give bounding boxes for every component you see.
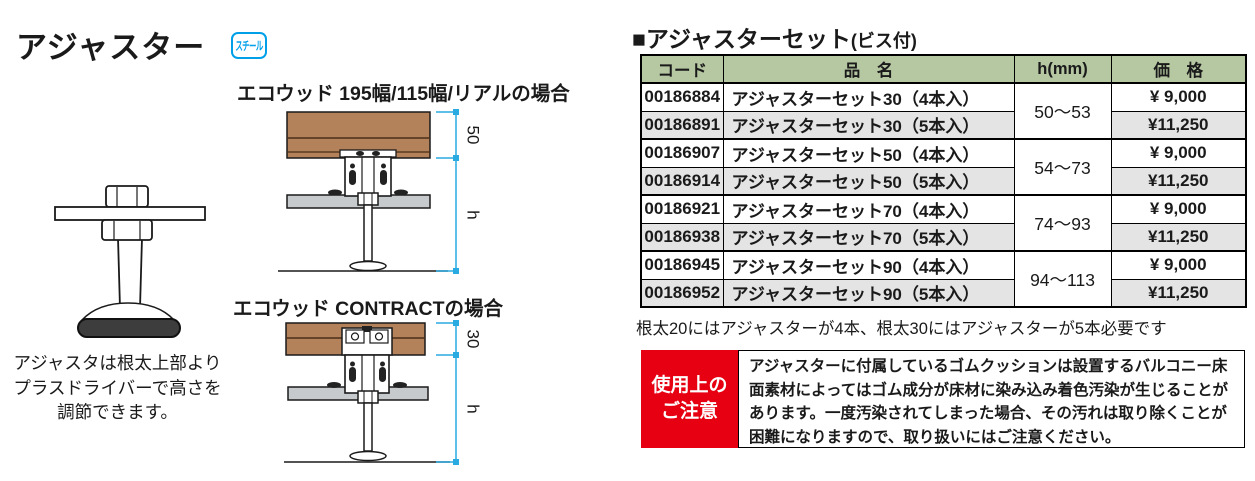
diagram2-heading: エコウッド CONTRACTの場合	[233, 298, 504, 320]
code-cell: 00186945	[640, 250, 724, 280]
warning-label-line: ご注意	[660, 401, 718, 422]
dim-marker	[453, 109, 459, 115]
name-cell: アジャスターセット90（4本入）	[722, 250, 1015, 280]
dim-label-upper: 30	[464, 330, 483, 349]
adjuster-stem	[363, 204, 373, 262]
code-cell: 00186891	[640, 110, 724, 140]
table-section-heading: ■アジャスターセット(ビス付)	[632, 20, 917, 54]
table-heading-sub: (ビス付)	[850, 31, 917, 51]
adjuster-caption: アジャスタは根太上部より プラスドライバーで高さを 調節できます。	[5, 351, 230, 425]
warning-text: アジャスターに付属しているゴムクッションは設置するバルコニー床面素材によってはゴ…	[738, 350, 1245, 448]
table-header-row: コード 品 名 h(mm) 価 格	[640, 54, 1247, 84]
top-hex-nut	[105, 185, 149, 208]
price-cell: ¥ 9,000	[1110, 138, 1247, 168]
steel-badge-label: スチール	[235, 39, 263, 53]
table-heading-main: ■アジャスターセット	[632, 26, 851, 52]
price-cell: ¥11,250	[1110, 278, 1247, 308]
diagram-ecowood-contract: 30 h	[284, 320, 483, 465]
name-cell: アジャスターセット90（5本入）	[722, 278, 1015, 308]
bolt-stem	[117, 237, 143, 309]
code-cell: 00186914	[640, 166, 724, 196]
diagram-ecowood-195: 50 h	[278, 109, 483, 274]
steel-badge: スチール	[231, 32, 267, 59]
dim-marker	[453, 155, 459, 161]
name-cell: アジャスターセット30（4本入）	[722, 82, 1015, 112]
h-range-cell: 54～73	[1013, 138, 1112, 196]
price-cell: ¥11,250	[1110, 222, 1247, 252]
adjuster-stem	[363, 402, 373, 452]
caption-line: 調節できます。	[57, 402, 178, 422]
price-cell: ¥ 9,000	[1110, 82, 1247, 112]
warning-label: 使用上の ご注意	[641, 350, 738, 448]
dim-marker	[453, 268, 459, 274]
page-title: アジャスター	[16, 30, 206, 65]
diagram1-heading: エコウッド 195幅/115幅/リアルの場合	[237, 83, 570, 105]
column-header-code: コード	[640, 54, 724, 84]
adjuster-bracket	[327, 326, 407, 404]
dim-label-upper: 50	[464, 126, 483, 145]
usage-warning-box: 使用上の ご注意 アジャスターに付属しているゴムクッションは設置するバルコニー床…	[641, 350, 1245, 448]
dim-label-lower: h	[464, 404, 483, 413]
h-range-cell: 50～53	[1013, 82, 1112, 140]
caption-line: プラスドライバーで高さを	[13, 377, 222, 398]
column-header-name: 品 名	[722, 54, 1015, 84]
dim-marker	[453, 459, 459, 465]
name-cell: アジャスターセット50（4本入）	[722, 138, 1015, 168]
name-cell: アジャスターセット30（5本入）	[722, 110, 1015, 140]
h-range-cell: 74～93	[1013, 194, 1112, 252]
lower-hex-nut	[101, 219, 153, 241]
code-cell: 00186907	[640, 138, 724, 168]
price-cell: ¥11,250	[1110, 110, 1247, 140]
name-cell: アジャスターセット70（5本入）	[722, 222, 1015, 252]
price-cell: ¥ 9,000	[1110, 194, 1247, 224]
name-cell: アジャスターセット70（4本入）	[722, 194, 1015, 224]
code-cell: 00186921	[640, 194, 724, 224]
code-cell: 00186884	[640, 82, 724, 112]
warning-label-line: 使用上の	[651, 375, 728, 396]
adjuster-foot	[349, 450, 387, 462]
support-plate	[54, 206, 206, 221]
column-header-price: 価 格	[1110, 54, 1247, 84]
dimension-line	[436, 111, 457, 272]
table-note: 根太20にはアジャスターが4本、根太30にはアジャスターが5本必要です	[636, 320, 1167, 338]
rubber-pad	[77, 318, 181, 338]
code-cell: 00186938	[640, 222, 724, 252]
price-cell: ¥11,250	[1110, 166, 1247, 196]
name-cell: アジャスターセット50（5本入）	[722, 166, 1015, 196]
dim-marker	[453, 352, 459, 358]
price-cell: ¥ 9,000	[1110, 250, 1247, 280]
h-range-cell: 94～113	[1013, 250, 1112, 308]
code-cell: 00186952	[640, 278, 724, 308]
column-header-h: h(mm)	[1013, 54, 1112, 84]
adjuster-bracket	[328, 149, 408, 206]
dim-marker	[453, 320, 459, 326]
rubber-dome	[80, 302, 176, 321]
adjuster-bolt-diagram	[54, 185, 206, 338]
caption-line: アジャスタは根太上部より	[13, 353, 222, 373]
dimension-line	[436, 322, 457, 463]
adjuster-foot	[349, 260, 387, 272]
dim-label-lower: h	[464, 210, 483, 219]
